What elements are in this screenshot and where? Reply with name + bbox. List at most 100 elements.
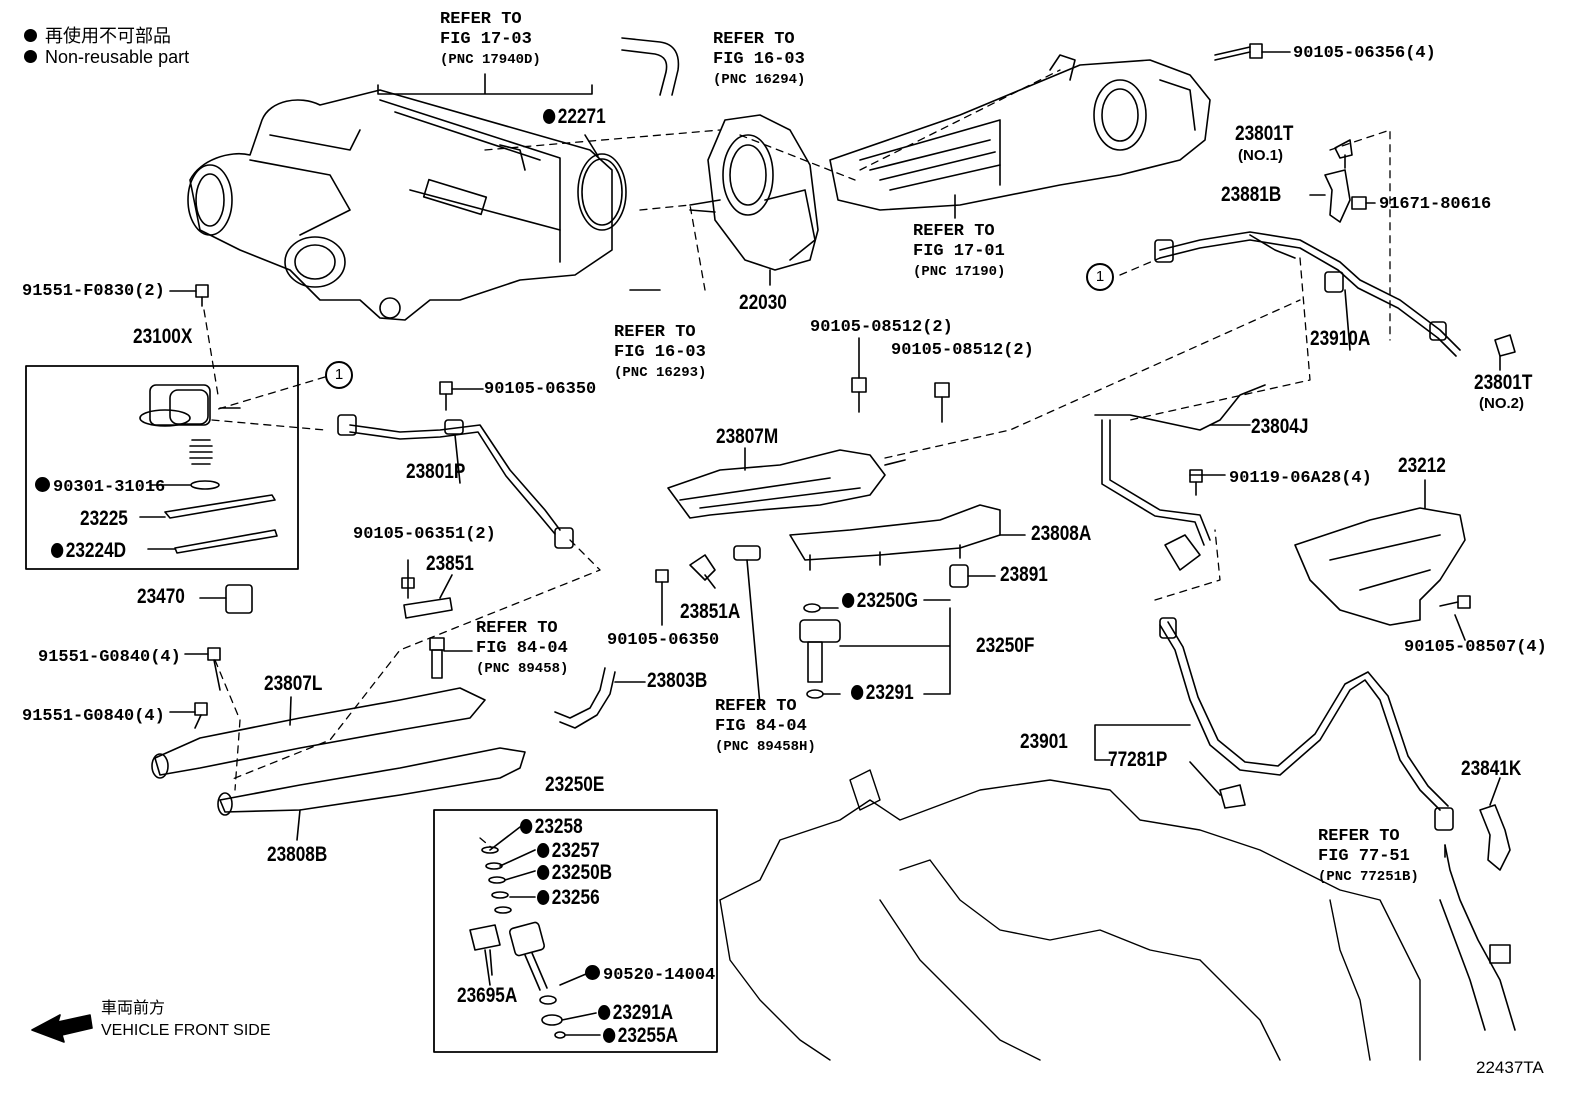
refer-line: FIG 84-04 — [715, 717, 807, 736]
fuel-rail-23808B-illustration — [219, 747, 526, 813]
pipe-fitting — [1434, 807, 1454, 831]
ref-bracket — [377, 73, 593, 95]
part-label: 23291 — [851, 682, 914, 703]
figure-id: 22437TA — [1476, 1058, 1544, 1077]
part-label: 23255A — [603, 1025, 678, 1046]
part-label: 90105-08512(2) — [891, 341, 1034, 360]
leader-line — [559, 973, 587, 986]
part-label: 23225 — [80, 507, 128, 530]
part-label: 23808A — [1031, 522, 1092, 545]
callout-circle: 1 — [1086, 263, 1114, 291]
part-label: 90105-06350 — [607, 631, 720, 650]
rail-end — [217, 792, 233, 816]
leader-bracket — [1094, 724, 1191, 761]
fuel-pipe-23801P-illustration — [337, 414, 574, 549]
bolt-icon — [934, 382, 950, 423]
part-label: 23291A — [598, 1002, 673, 1023]
engine-outline-illustration — [719, 769, 1421, 1061]
bolt-icon — [169, 702, 208, 729]
hose-23803B-illustration — [554, 667, 616, 729]
refer-line: REFER TO — [614, 323, 696, 342]
part-note: (NO.1) — [1238, 147, 1283, 164]
clip-icon — [1479, 804, 1511, 871]
part-label: 77281P — [1108, 748, 1168, 771]
part-label: 90105-06350 — [484, 380, 597, 399]
bolt-icon — [401, 559, 415, 599]
part-label: 23256 — [537, 887, 600, 908]
bolt-icon — [1214, 43, 1291, 61]
fuel-pipe-23910A-illustration — [1154, 231, 1516, 357]
refer-line: FIG 17-01 — [913, 242, 1005, 261]
part-label: 23801P — [406, 460, 466, 483]
cap-icon — [949, 564, 969, 588]
pipe-77251B-illustration — [1439, 844, 1516, 1031]
part-label: 90301-31016 — [35, 477, 165, 496]
intake-manifold-illustration — [829, 54, 1211, 211]
legend-label: 再使用不可部品 — [45, 26, 171, 46]
rail-end — [151, 753, 169, 779]
part-label: 23250F — [976, 634, 1035, 657]
bolt-icon — [169, 284, 209, 307]
part-label: 23224D — [51, 540, 126, 561]
leader-line — [504, 870, 536, 881]
gasket-22271-illustration — [577, 134, 627, 231]
refer-line: FIG 84-04 — [476, 639, 568, 658]
refer-line: FIG 77-51 — [1318, 847, 1410, 866]
part-label: 23803B — [647, 669, 708, 692]
part-label: 23695A — [457, 984, 518, 1007]
part-label: 23801T — [1235, 122, 1294, 145]
bolt-icon — [1189, 469, 1203, 496]
pump-kit-box — [25, 365, 299, 570]
part-label: 23891 — [1000, 563, 1048, 586]
part-label: 23801T — [1474, 371, 1533, 394]
pipe-23804J-illustration — [1094, 384, 1266, 541]
bracket-icon — [1324, 169, 1351, 223]
bullet-icon — [24, 50, 37, 63]
part-label: 23881B — [1221, 183, 1282, 206]
leader-line — [704, 574, 716, 589]
bracket-icon — [1164, 534, 1201, 571]
direction-jp: 車両前方 — [101, 1000, 166, 1017]
part-label: 23901 — [1020, 730, 1068, 753]
leader-line — [561, 1012, 597, 1021]
rail-detail — [809, 544, 961, 571]
leader-line — [1344, 289, 1351, 351]
leader-line — [296, 809, 301, 841]
dashed-leaders — [203, 69, 1391, 849]
part-label: 90105-06351(2) — [353, 525, 496, 544]
part-label: 23250B — [537, 862, 612, 883]
leader-line — [289, 696, 292, 726]
leader-line — [1189, 761, 1221, 796]
part-label: 23851A — [680, 600, 741, 623]
part-label: 23250G — [842, 590, 918, 611]
bolt-icon — [851, 337, 867, 413]
part-label: 90119-06A28(4) — [1229, 469, 1372, 488]
bolt-icon — [1439, 595, 1471, 609]
vehicle-front-arrow-icon — [31, 1014, 93, 1043]
part-note: (NO.2) — [1479, 395, 1524, 412]
direction-en: VEHICLE FRONT SIDE — [101, 1022, 271, 1039]
part-label: 91671-80616 — [1379, 195, 1492, 214]
part-label: 90105-08507(4) — [1404, 638, 1547, 657]
leader-line — [489, 949, 493, 976]
part-label: 91551-F0830(2) — [22, 282, 165, 301]
refer-line: REFER TO — [713, 30, 795, 49]
part-label: 23257 — [537, 840, 600, 861]
throttle-body-illustration — [689, 114, 819, 286]
fuel-rail-23807L-illustration — [154, 687, 486, 776]
part-label: 23807L — [264, 672, 323, 695]
refer-pnc: (PNC 77251B) — [1318, 869, 1419, 885]
fuel-pump-illustration — [139, 384, 278, 554]
clamp-icon — [225, 584, 253, 614]
legend-item-en: Non-reusable part — [24, 47, 189, 68]
part-label: 23470 — [137, 585, 185, 608]
legend-label: Non-reusable part — [45, 47, 190, 67]
injector-kit-box — [433, 809, 718, 1053]
injector-kit-illustration — [469, 846, 566, 1039]
legend-item-jp: 再使用不可部品 — [24, 22, 171, 48]
refer-line: REFER TO — [476, 619, 558, 638]
